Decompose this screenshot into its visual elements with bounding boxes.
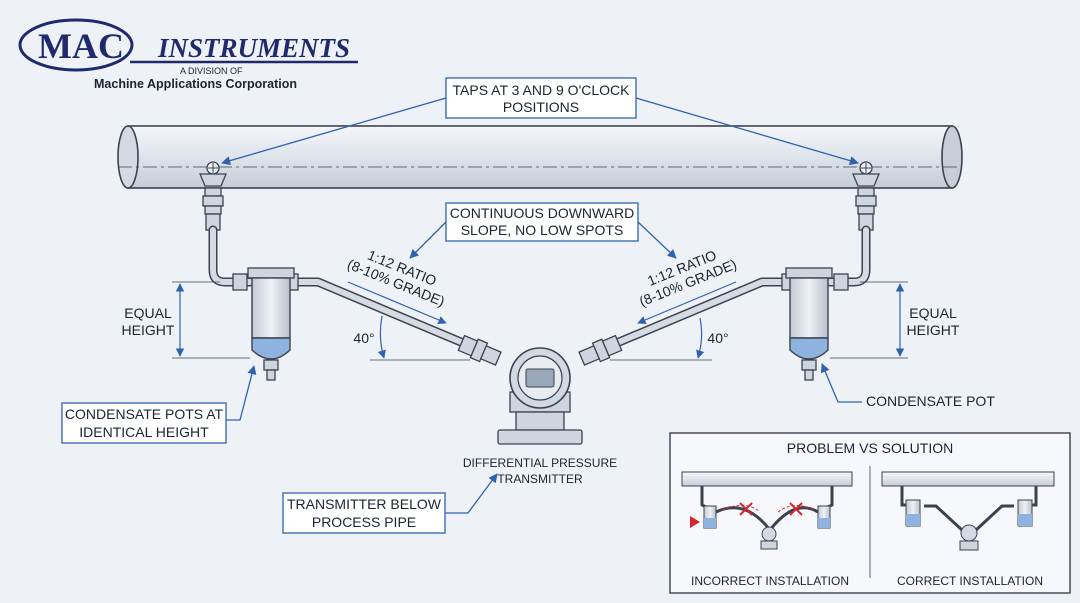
slope-callout: CONTINUOUS DOWNWARD SLOPE, NO LOW SPOTS: [409, 202, 677, 259]
logo-corporation-text: Machine Applications Corporation: [94, 77, 297, 91]
right-angle-indicator: [610, 317, 712, 361]
angle-right-label: 40°: [707, 330, 728, 346]
incorrect-installation-mini: [681, 471, 853, 550]
condensate-pot-arrow: [820, 363, 862, 403]
right-condensate-pot: [785, 267, 833, 381]
equal-height-right-line1: EQUAL: [909, 305, 957, 321]
right-pipe-tap: [852, 161, 880, 187]
slope-arrow-right: [637, 221, 677, 259]
error-x-icon: [789, 502, 803, 516]
correct-installation-label: CORRECT INSTALLATION: [897, 574, 1043, 588]
left-slope-arrow: [347, 281, 447, 324]
transmitter-callout-arrow: [445, 473, 498, 514]
problem-solution-inset: PROBLEM VS SOLUTION INCORRECT INSTALLATI…: [669, 432, 1071, 594]
right-slope-arrow: [637, 281, 737, 324]
slope-callout-line2: SLOPE, NO LOW SPOTS: [461, 222, 624, 238]
slope-arrow-left: [409, 221, 447, 259]
transmitter-callout: TRANSMITTER BELOW PROCESS PIPE: [282, 473, 498, 534]
inset-title: PROBLEM VS SOLUTION: [787, 440, 953, 456]
transmitter-label-line2: TRANSMITTER: [497, 472, 583, 486]
taps-callout: TAPS AT 3 AND 9 O'CLOCK POSITIONS: [221, 77, 859, 166]
equal-height-left-line1: EQUAL: [124, 305, 172, 321]
process-pipe: [117, 125, 963, 189]
taps-callout-line2: POSITIONS: [503, 99, 579, 115]
transmitter-callout-line2: PROCESS PIPE: [312, 514, 416, 530]
logo-mac-text: MAC: [38, 26, 124, 66]
incorrect-installation-label: INCORRECT INSTALLATION: [691, 574, 849, 588]
left-condensate-pot: [247, 267, 295, 381]
taps-callout-line1: TAPS AT 3 AND 9 O'CLOCK: [453, 82, 631, 98]
transmitter-label-line1: DIFFERENTIAL PRESSURE: [463, 456, 617, 470]
logo-division-text: A DIVISION OF: [180, 66, 243, 76]
transmitter-callout-line1: TRANSMITTER BELOW: [287, 496, 442, 512]
pots-callout: CONDENSATE POTS AT IDENTICAL HEIGHT: [61, 365, 257, 444]
angle-left-label: 40°: [353, 330, 374, 346]
right-impulse-line: [825, 187, 877, 291]
equal-height-right-line2: HEIGHT: [907, 322, 960, 338]
left-pipe-tap: [199, 161, 227, 187]
taps-arrow-left: [221, 97, 447, 166]
differential-pressure-transmitter: [497, 347, 583, 445]
condensate-pot-label: CONDENSATE POT: [866, 393, 995, 409]
equal-height-left-line2: HEIGHT: [122, 322, 175, 338]
pots-callout-line1: CONDENSATE POTS AT: [65, 406, 224, 422]
pots-callout-line2: IDENTICAL HEIGHT: [79, 424, 209, 440]
left-equal-height-dimension: [172, 281, 250, 359]
taps-arrow-right: [635, 97, 859, 166]
logo-ellipse: [18, 18, 134, 72]
company-logo: MAC INSTRUMENTS A DIVISION OF Machine Ap…: [18, 18, 358, 91]
right-equal-height-dimension: [830, 281, 908, 359]
pots-callout-arrow: [226, 365, 257, 421]
left-angle-indicator: [370, 315, 470, 361]
slope-callout-line1: CONTINUOUS DOWNWARD: [450, 205, 635, 221]
logo-instruments-text: INSTRUMENTS: [157, 33, 350, 63]
correct-installation-mini: [881, 471, 1055, 551]
left-impulse-line: [202, 187, 255, 291]
